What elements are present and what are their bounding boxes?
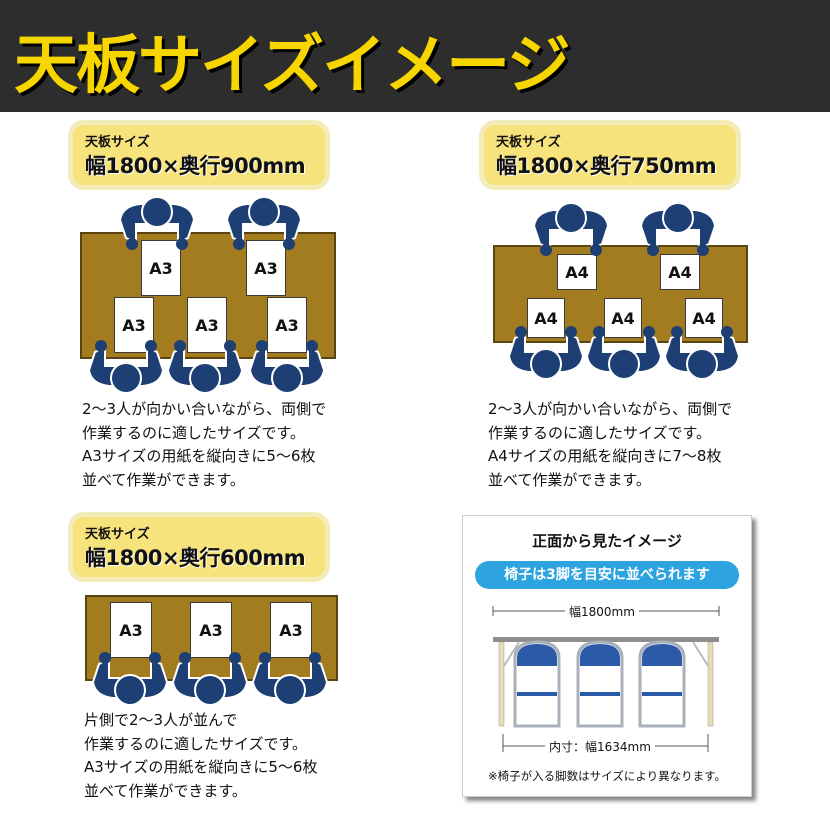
paper-a4: A4 <box>557 254 597 290</box>
person-icon <box>251 652 329 706</box>
paper-a3: A3 <box>246 240 286 296</box>
person-icon <box>663 326 741 380</box>
size-label-900: 天板サイズ 幅1800×奥行900mm <box>68 120 330 190</box>
paper-a4: A4 <box>660 254 700 290</box>
person-icon <box>118 196 196 250</box>
size-label-600: 天板サイズ 幅1800×奥行600mm <box>68 512 330 582</box>
size-label-value: 幅1800×奥行600mm <box>85 546 306 570</box>
table-front-illustration <box>492 606 720 752</box>
person-icon <box>248 340 326 394</box>
size-label-caption: 天板サイズ <box>496 135 561 150</box>
paper-a3: A3 <box>110 602 152 658</box>
paper-a4: A4 <box>685 298 723 338</box>
chair-icon <box>576 640 624 728</box>
front-view-title: 正面から見たイメージ <box>532 532 682 550</box>
paper-a3: A3 <box>187 297 227 353</box>
person-icon <box>166 340 244 394</box>
person-icon <box>507 326 585 380</box>
chair-count-banner: 椅子は3脚を目安に並べられます <box>475 561 739 589</box>
page-title: 天板サイズイメージ <box>14 29 571 103</box>
chair-icon <box>513 640 561 728</box>
size-label-value: 幅1800×奥行900mm <box>85 154 306 178</box>
paper-a4: A4 <box>604 298 642 338</box>
person-icon <box>91 652 169 706</box>
size-label-caption: 天板サイズ <box>85 135 150 150</box>
description-900: 2～3人が向かい合いながら、両側で作業するのに適したサイズです。A3サイズの用紙… <box>82 400 327 489</box>
paper-a3: A3 <box>141 240 181 296</box>
description-600: 片側で2～3人が並んで作業するのに適したサイズです。A3サイズの用紙を縦向きに5… <box>84 711 318 800</box>
person-icon <box>87 340 165 394</box>
front-view-box: 正面から見たイメージ 椅子は3脚を目安に並べられます 幅1800mm 内寸：幅1… <box>462 515 752 797</box>
size-label-value: 幅1800×奥行750mm <box>496 154 717 178</box>
paper-a3: A3 <box>270 602 312 658</box>
person-icon <box>532 202 610 256</box>
person-icon <box>585 326 663 380</box>
paper-a3: A3 <box>190 602 232 658</box>
chair-note: ※椅子が入る脚数はサイズにより異なります。 <box>488 769 726 783</box>
person-icon <box>639 202 717 256</box>
person-icon <box>225 196 303 250</box>
inner-width-dimension: 内寸：幅1634mm <box>545 738 655 755</box>
person-icon <box>171 652 249 706</box>
size-label-750: 天板サイズ 幅1800×奥行750mm <box>479 120 741 190</box>
paper-a3: A3 <box>267 297 307 353</box>
description-750: 2～3人が向かい合いながら、両側で作業するのに適したサイズです。A4サイズの用紙… <box>488 400 733 489</box>
width-dimension: 幅1800mm <box>565 603 639 620</box>
paper-a4: A4 <box>527 298 565 338</box>
chair-icon <box>638 640 686 728</box>
header-bar <box>0 0 830 112</box>
size-label-caption: 天板サイズ <box>85 527 150 542</box>
